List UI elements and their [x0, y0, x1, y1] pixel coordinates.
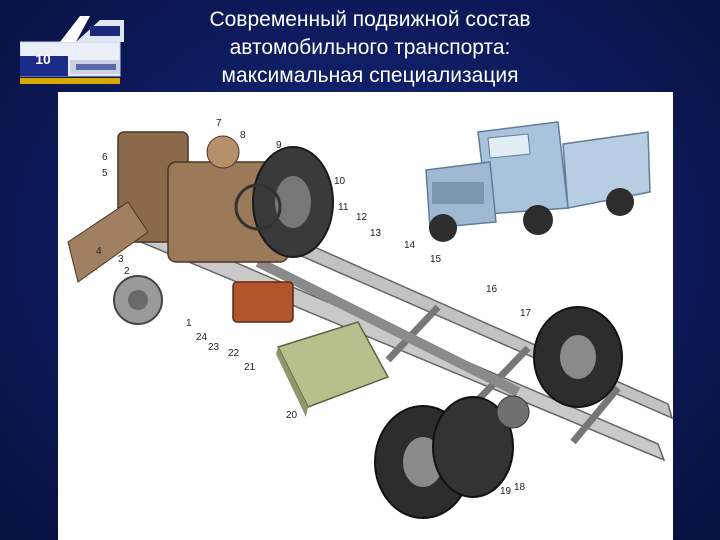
title-line-1: Современный подвижной состав — [209, 8, 531, 31]
callout-23: 23 — [208, 342, 220, 353]
callout-13: 13 — [370, 228, 382, 239]
callout-21: 21 — [244, 362, 256, 373]
front-wheel-and-steering — [234, 146, 334, 258]
callout-5: 5 — [102, 168, 108, 179]
rear-wheels — [374, 306, 623, 519]
slide-title: Современный подвижной состав автомобильн… — [150, 6, 590, 90]
callout-14: 14 — [404, 240, 416, 251]
slide-number: 10 — [35, 51, 51, 67]
title-line-3: максимальная специализация — [221, 64, 519, 87]
logo-emblem — [19, 12, 124, 92]
callout-6: 6 — [102, 152, 108, 163]
callout-1: 1 — [186, 318, 192, 329]
callout-24: 24 — [196, 332, 208, 343]
callout-3: 3 — [118, 254, 124, 265]
callout-19: 19 — [500, 486, 512, 497]
fuel-tank — [276, 321, 390, 417]
callout-16: 16 — [486, 284, 498, 295]
callout-2: 2 — [124, 266, 130, 277]
callout-22: 22 — [228, 348, 240, 359]
truck-chassis-illustration: 7 8 9 6 5 10 11 12 13 4 3 2 14 15 16 17 … — [58, 92, 673, 540]
callout-4: 4 — [96, 246, 102, 257]
callout-18: 18 — [514, 482, 526, 493]
title-line-2: автомобильного транспорта: — [229, 36, 511, 59]
callout-7: 7 — [216, 118, 222, 129]
callout-15: 15 — [430, 254, 442, 265]
truck-overview-image — [425, 121, 651, 242]
callout-11: 11 — [338, 202, 349, 213]
engine-assembly — [67, 131, 289, 325]
callout-12: 12 — [356, 212, 368, 223]
callout-labels: 7 8 9 6 5 10 11 12 13 4 3 2 14 15 16 17 … — [96, 118, 532, 497]
callout-20: 20 — [286, 410, 298, 421]
rear-axle-differential — [496, 395, 530, 429]
callout-9: 9 — [276, 140, 282, 151]
gearbox — [232, 281, 294, 323]
callout-17: 17 — [520, 308, 532, 319]
callout-8: 8 — [240, 130, 246, 141]
callout-10: 10 — [334, 176, 346, 187]
